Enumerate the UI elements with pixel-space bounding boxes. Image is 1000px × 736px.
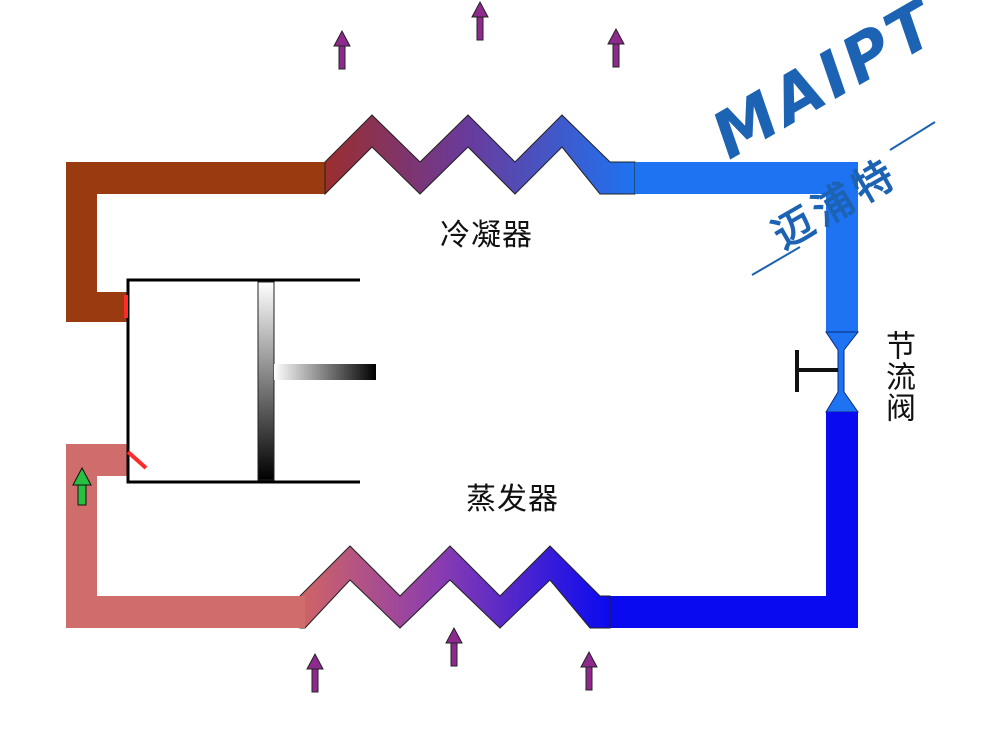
compressor-piston <box>257 281 275 481</box>
discharge-pipe <box>66 162 325 322</box>
heat-absorption-arrow <box>580 650 598 691</box>
suction-valve-flap <box>126 450 148 470</box>
liquid-line <box>635 162 858 332</box>
evaporator-label: 蒸发器 <box>466 482 559 517</box>
logo-rule <box>889 121 936 151</box>
expansion-valve-label: 节流阀 <box>880 330 915 423</box>
compressor-cylinder <box>126 278 360 484</box>
intake-flow-arrow <box>72 466 92 506</box>
heat-absorption-arrow <box>306 652 324 693</box>
low-pressure-line <box>610 412 858 628</box>
condenser-label: 冷凝器 <box>440 218 533 253</box>
heat-release-arrow <box>333 29 351 70</box>
piston-rod <box>274 364 376 380</box>
suction-pipe <box>66 444 305 628</box>
heat-release-arrow <box>607 27 625 68</box>
heat-release-arrow <box>471 0 489 41</box>
evaporator-coil <box>299 545 611 629</box>
logo-rule <box>751 246 801 276</box>
heat-absorption-arrow <box>445 626 463 667</box>
condenser-coil <box>324 114 636 196</box>
